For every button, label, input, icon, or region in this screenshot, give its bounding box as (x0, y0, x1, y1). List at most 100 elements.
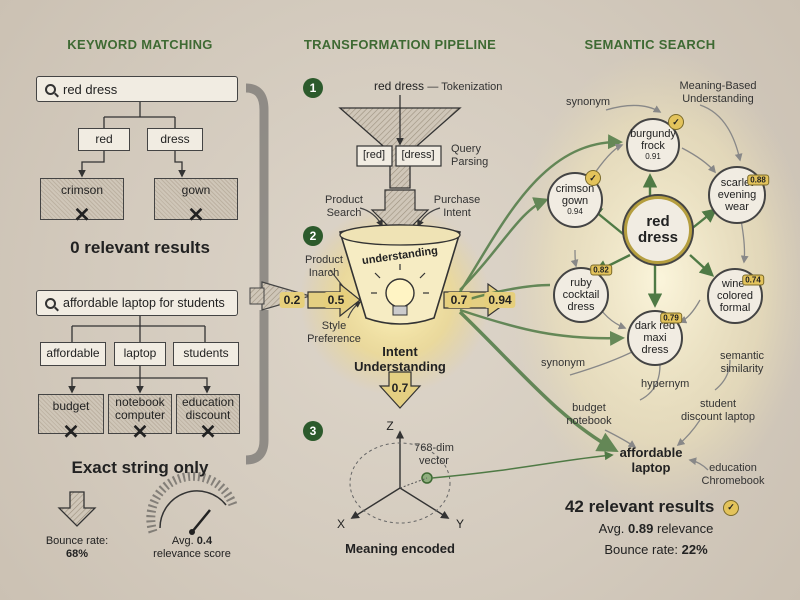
no-match-icon: ✕ (73, 204, 91, 227)
bounce-prefix: Bounce rate: (604, 542, 679, 557)
node-ruby-cocktail-dress: ruby cocktail dress (553, 267, 609, 323)
step-3-badge: 3 (303, 421, 323, 441)
vector-label: 768-dim vector (414, 442, 454, 467)
token-dress: dress (147, 128, 203, 151)
search-icon (45, 297, 56, 309)
search-query: red dress (63, 81, 118, 97)
unmatched-education: education discount (176, 394, 240, 434)
no-match-icon: ✕ (187, 204, 205, 227)
unmatched-notebook: notebook computer (108, 394, 172, 434)
token-laptop: laptop (114, 342, 166, 366)
token-red: red (78, 128, 130, 151)
score-badge: 0.88 (747, 174, 769, 186)
output-score-2: 0.94 (484, 292, 516, 308)
node-score: 0.94 (567, 207, 583, 217)
budget-notebook-label: budget notebook (566, 402, 612, 427)
node-label: wine-colored formal (716, 277, 754, 315)
tokenization-label: — Tokenization (427, 81, 503, 93)
token-affordable: affordable (40, 342, 106, 366)
unmatched-gown-label: gown (181, 183, 211, 198)
search-input-laptop[interactable]: affordable laptop for students (36, 290, 238, 316)
search-query: affordable laptop for students (63, 296, 225, 310)
node-score: 0.91 (645, 152, 661, 162)
node-label: burgundy frock (630, 128, 676, 153)
center-node-label: red dress (637, 212, 679, 246)
unmatched-gown: gown (154, 178, 238, 220)
score-badge: 0.74 (742, 274, 764, 286)
keyword-matching-title: KEYWORD MATCHING (67, 37, 213, 52)
token-students: students (173, 342, 239, 366)
unmatched-crimson: crimson (40, 178, 124, 220)
pipeline-title: TRANSFORMATION PIPELINE (303, 37, 497, 52)
pipeline-query-text: red dress (374, 79, 425, 93)
synonym-label-top: synonym (566, 96, 611, 108)
bounce-value: 68% (65, 547, 89, 560)
meaning-understanding-label: Meaning-Based Understanding (679, 80, 757, 105)
check-icon: ✓ (668, 114, 684, 130)
check-icon: ✓ (723, 499, 740, 516)
affordable-laptop-node: affordable laptop (619, 445, 683, 475)
axis-y-label: Y (455, 517, 465, 531)
gauge-prefix: Avg. (171, 535, 194, 547)
node-scarlet-evening-wear: scarlet evening wear (708, 166, 766, 224)
pipeline-query: red dress — Tokenization (374, 79, 503, 94)
input-score-1: 0.2 (279, 292, 305, 308)
token-dress-bracket: [dress] (401, 149, 435, 161)
gauge-value: 0.4 (196, 535, 213, 547)
input-score-2: 0.5 (323, 292, 349, 308)
education-chromebook-label: education Chromebook (701, 462, 765, 487)
no-match-icon: ✕ (62, 421, 80, 444)
axis-x-label: X (336, 517, 346, 531)
style-preference-label: Style Preference (307, 320, 361, 345)
bounce-value: 22% (681, 542, 708, 557)
unmatched-notebook-label: notebook computer (114, 394, 166, 422)
no-match-icon: ✕ (199, 421, 217, 444)
query-parsing-label: Query Parsing (451, 143, 489, 168)
avg-prefix: Avg. (598, 521, 625, 536)
semantic-result-text: 42 relevant results (564, 497, 715, 516)
meaning-encoded-label: Meaning encoded (345, 541, 455, 556)
no-match-icon: ✕ (131, 421, 149, 444)
semantic-result-count: 42 relevant results ✓ (564, 497, 740, 517)
node-crimson-gown: crimson gown 0.94 (547, 172, 603, 228)
score-badge: 0.79 (660, 312, 682, 324)
check-icon: ✓ (585, 170, 601, 186)
synonym-label-bottom: synonym (541, 357, 586, 369)
center-node-red-dress: red dress (624, 196, 692, 264)
node-label: dark red maxi dress (634, 319, 676, 357)
bounce-rate-left: Bounce rate: 68% (46, 535, 108, 560)
token-red-bracket: [red] (362, 149, 386, 161)
unmatched-education-label: education discount (181, 394, 235, 422)
semantic-bounce-rate: Bounce rate: 22% (604, 542, 708, 558)
axis-z-label: Z (386, 419, 394, 433)
score-badge: 0.82 (590, 264, 612, 276)
avg-value: 0.89 (628, 521, 654, 536)
student-discount-laptop-label: student discount laptop (681, 398, 755, 423)
node-label: scarlet evening wear (717, 176, 757, 214)
product-inarch-label: Product Inarch (305, 254, 343, 279)
product-search-label: Product Search (325, 194, 363, 219)
bounce-label: Bounce rate: (45, 535, 109, 547)
semantic-similarity-label: semantic similarity (719, 350, 765, 375)
semantic-search-title: SEMANTIC SEARCH (584, 37, 716, 52)
purchase-intent-label: Purchase Intent (433, 194, 481, 219)
search-input-red-dress[interactable]: red dress (36, 76, 238, 102)
relevance-gauge-caption: Avg. 0.4 relevance score (153, 535, 231, 560)
node-label: ruby cocktail dress (562, 276, 600, 314)
node-label: crimson gown (555, 183, 595, 208)
semantic-avg-relevance: Avg. 0.89 relevance (598, 521, 714, 537)
keyword-result-count: 0 relevant results (70, 238, 210, 257)
search-icon (45, 83, 56, 95)
step-2-badge: 2 (303, 226, 323, 246)
step-1-badge: 1 (303, 78, 323, 98)
exact-string-label: Exact string only (71, 458, 209, 477)
unmatched-budget: budget (38, 394, 104, 434)
down-score: 0.7 (391, 381, 409, 395)
hypernym-label: hypernym (641, 378, 690, 390)
unmatched-crimson-label: crimson (60, 183, 103, 198)
node-burgundy-frock: burgundy frock 0.91 (626, 118, 680, 172)
unmatched-budget-label: budget (52, 399, 90, 414)
avg-suffix: relevance (656, 521, 714, 536)
intent-understanding-label: Intent Understanding (354, 344, 446, 374)
